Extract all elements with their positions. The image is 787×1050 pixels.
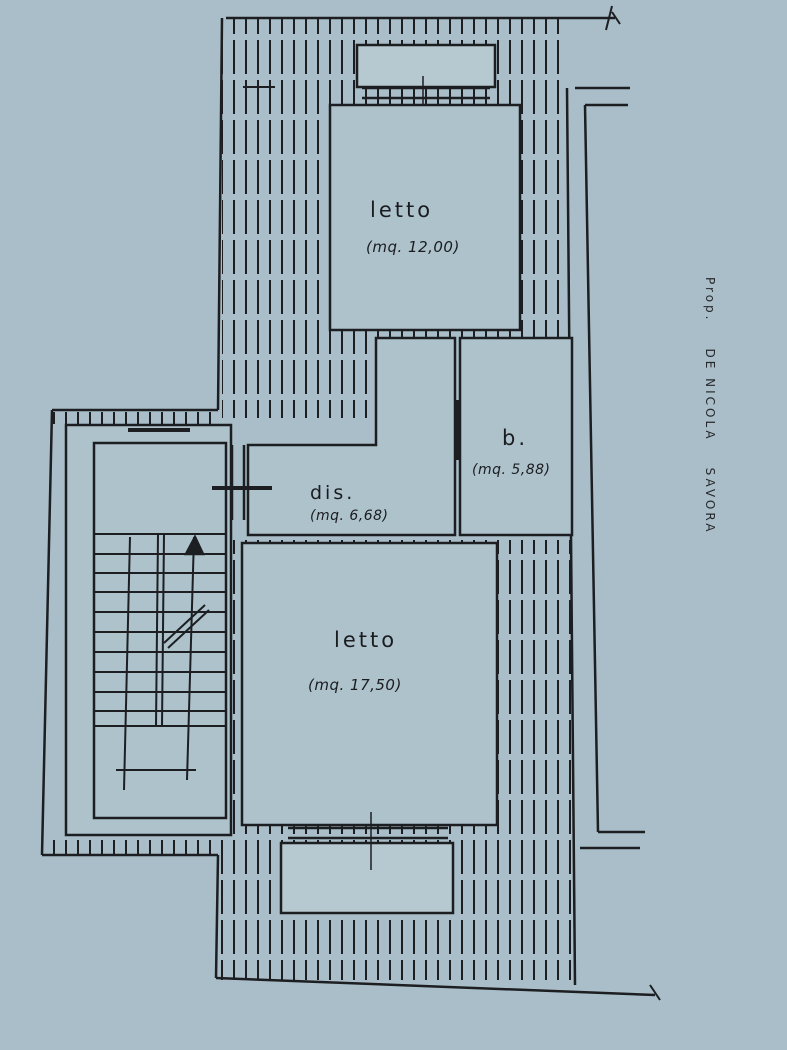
room-label-bedroom-top: letto: [370, 198, 434, 222]
owner-annotation: Prop. DE NICOLA SAVORA: [703, 277, 717, 534]
owner-name: SAVORA: [703, 467, 717, 535]
owner-surname: DE NICOLA: [703, 348, 717, 442]
room-area-bedroom-top: (mq. 12,00): [366, 238, 460, 256]
stair-direction-arrow-icon: [183, 534, 205, 556]
room-bedroom-top-outline: [328, 103, 522, 332]
owner-prefix: Prop.: [703, 277, 717, 323]
balcony-bottom: [279, 812, 455, 915]
staircase: [64, 423, 233, 837]
room-hallway-outline: [246, 336, 457, 537]
balcony-top: [355, 43, 497, 118]
room-bathroom-outline: [458, 336, 574, 537]
room-label-bedroom-bottom: letto: [334, 628, 398, 652]
room-area-bathroom: (mq. 5,88): [472, 462, 551, 478]
outer-boundary: [40, 5, 661, 1001]
room-area-hallway: (mq. 6,68): [310, 508, 389, 524]
room-label-bathroom: b.: [502, 426, 529, 450]
room-label-hallway: dis.: [310, 482, 356, 504]
room-bedroom-bottom-outline: [240, 541, 499, 827]
entrance-door: [212, 445, 272, 520]
room-area-bedroom-bottom: (mq. 17,50): [308, 676, 402, 694]
